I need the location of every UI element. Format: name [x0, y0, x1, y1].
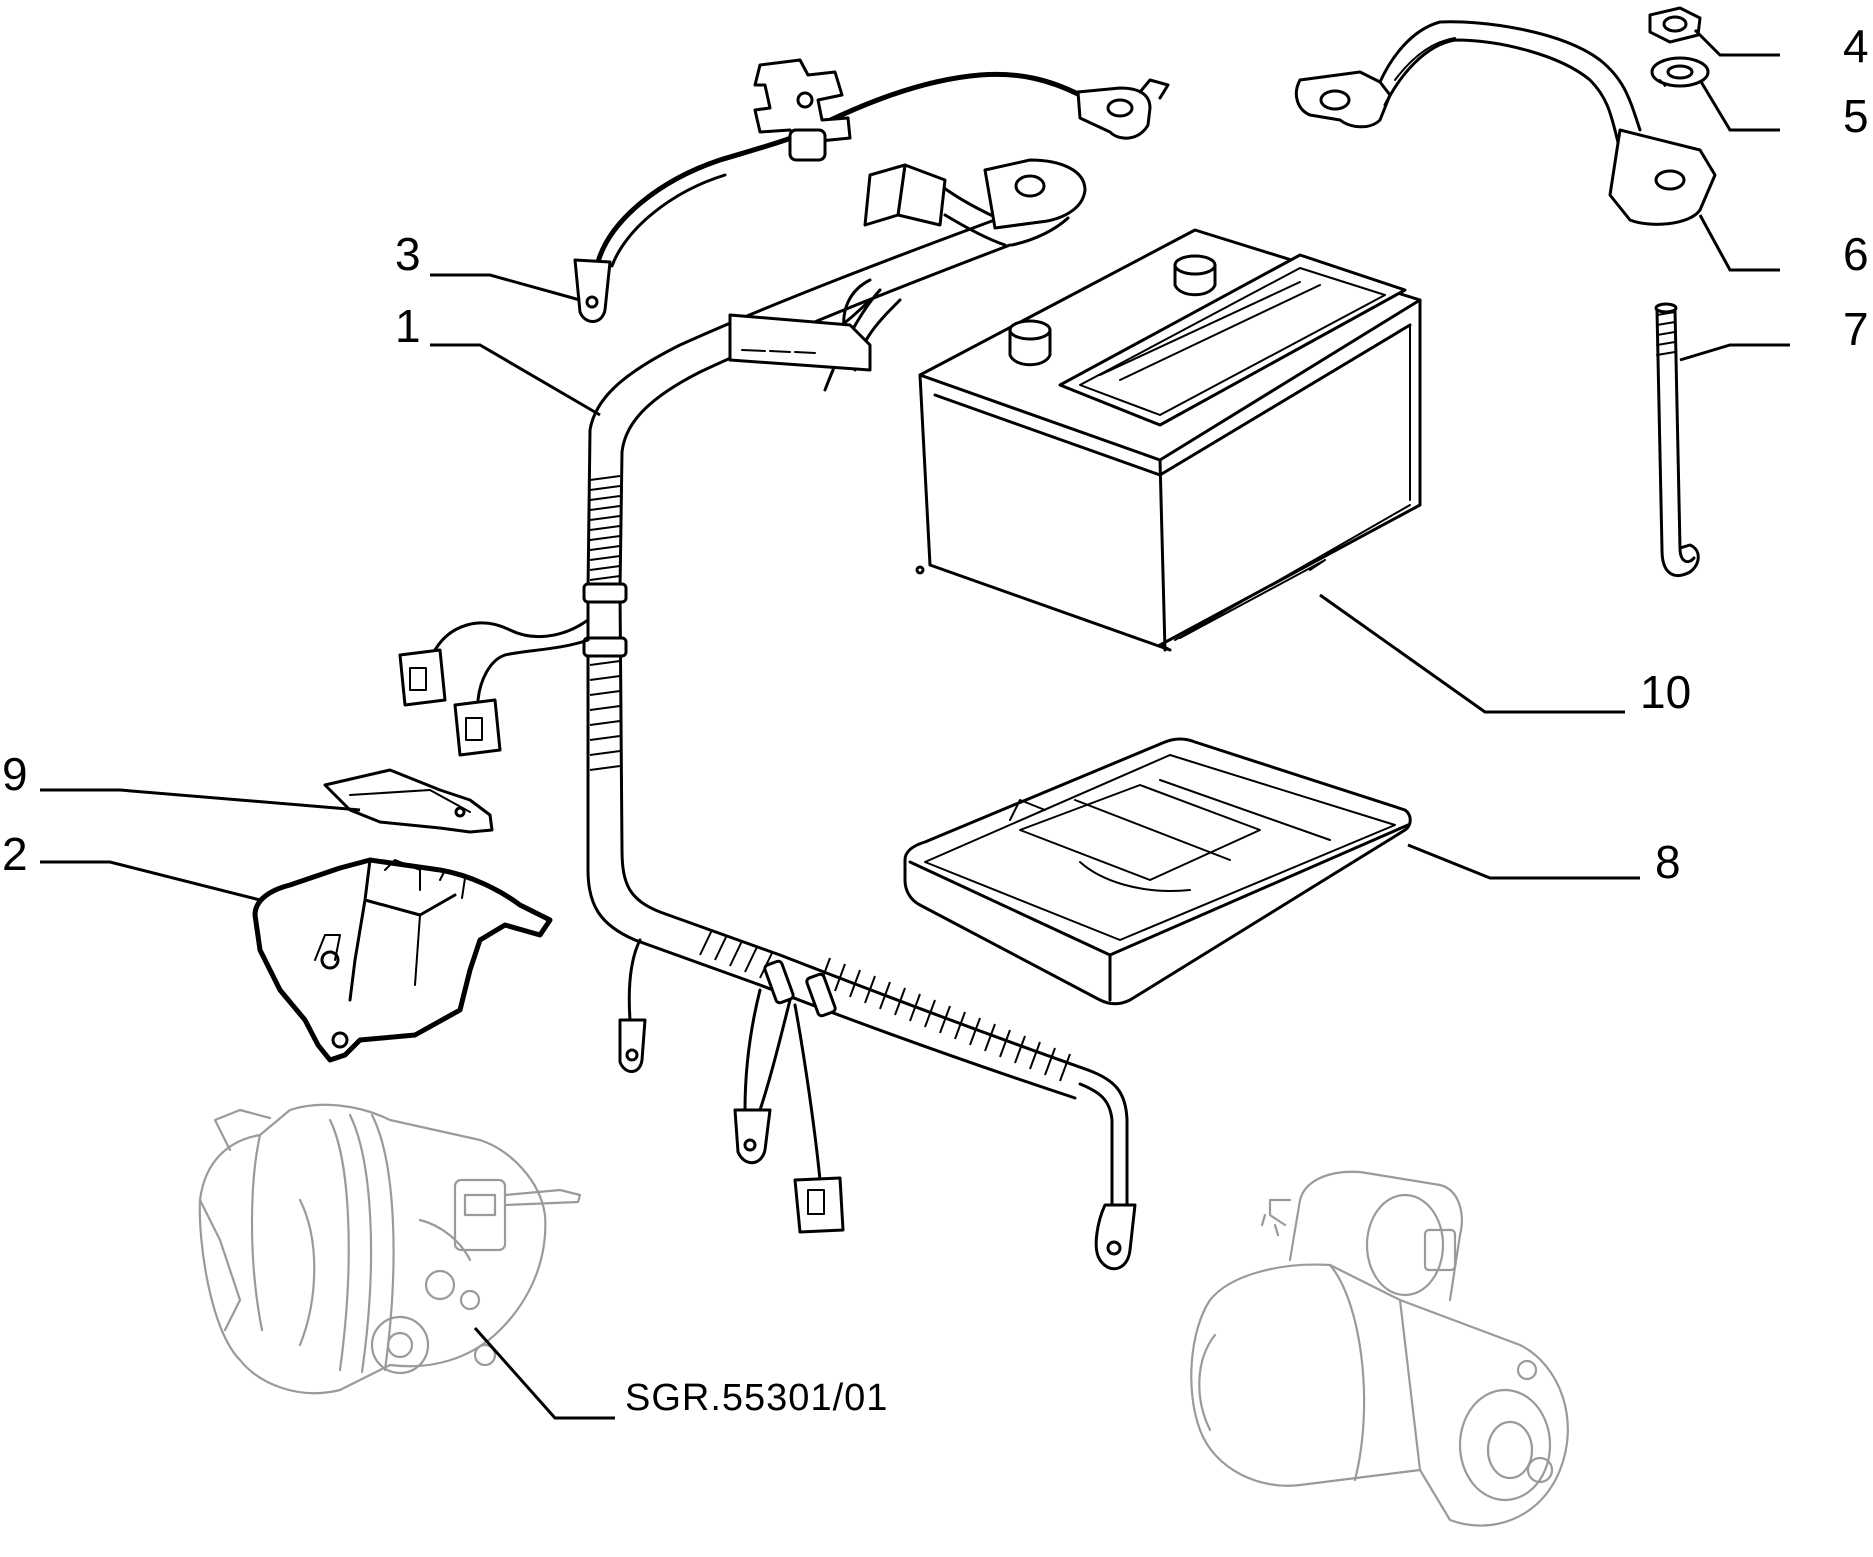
callout-6: 6 [1843, 228, 1869, 280]
battery-tray [903, 737, 1412, 1006]
spring-washer [1650, 56, 1710, 88]
plug-connector [398, 648, 447, 707]
battery-terminal-negative [1008, 319, 1052, 367]
callout-1: 1 [395, 300, 421, 352]
harness-sleeve-lower [589, 645, 621, 771]
plug-connector [453, 698, 502, 757]
leader-2 [40, 860, 261, 902]
ring-terminal [618, 1018, 647, 1073]
alternator-illustration [198, 1103, 582, 1395]
leader-lines [40, 28, 1790, 1420]
battery-terminal-positive [1173, 254, 1217, 297]
battery-cable [573, 58, 1170, 323]
leader-3 [430, 273, 581, 302]
hook-bolt [1654, 302, 1700, 577]
callout-3: 3 [395, 228, 421, 280]
battery-hold-down-bracket [1294, 20, 1717, 226]
starter-motor-illustration [1190, 1170, 1569, 1527]
cable-lug [573, 258, 612, 323]
callout-5: 5 [1843, 90, 1869, 142]
ring-terminal [1094, 1203, 1137, 1271]
multi-pin-connector [728, 313, 872, 372]
battery [915, 228, 1422, 652]
callout-9: 9 [2, 748, 28, 800]
callout-10: 10 [1640, 666, 1691, 718]
harness-clip [805, 972, 837, 1018]
leader-4 [1693, 28, 1780, 57]
callout-4: 4 [1843, 20, 1869, 72]
leader-10 [1319, 593, 1625, 714]
callout-2: 2 [2, 828, 28, 880]
leader-9 [40, 788, 361, 812]
leader-5 [1698, 79, 1780, 132]
callout-8: 8 [1655, 836, 1681, 888]
leader-7 [1679, 343, 1790, 362]
plug-connector [793, 1176, 845, 1234]
leader-6 [1698, 214, 1780, 272]
leader-code [473, 1327, 615, 1420]
harness-clip [582, 582, 628, 604]
nut [1648, 6, 1702, 44]
harness-sleeve-upper [589, 475, 621, 591]
terminal-cover [252, 857, 553, 1063]
callout-7: 7 [1843, 303, 1869, 355]
leader-1 [430, 343, 601, 417]
harness-sleeve-horizontal [699, 929, 1071, 1082]
wiring-harness [398, 158, 1137, 1271]
insulation-pad [323, 768, 494, 834]
reference-code: SGR.55301/01 [625, 1377, 888, 1419]
harness-clip [582, 636, 628, 658]
leader-8 [1407, 843, 1640, 880]
harness-clip [763, 959, 795, 1005]
ring-terminal [733, 1108, 772, 1165]
